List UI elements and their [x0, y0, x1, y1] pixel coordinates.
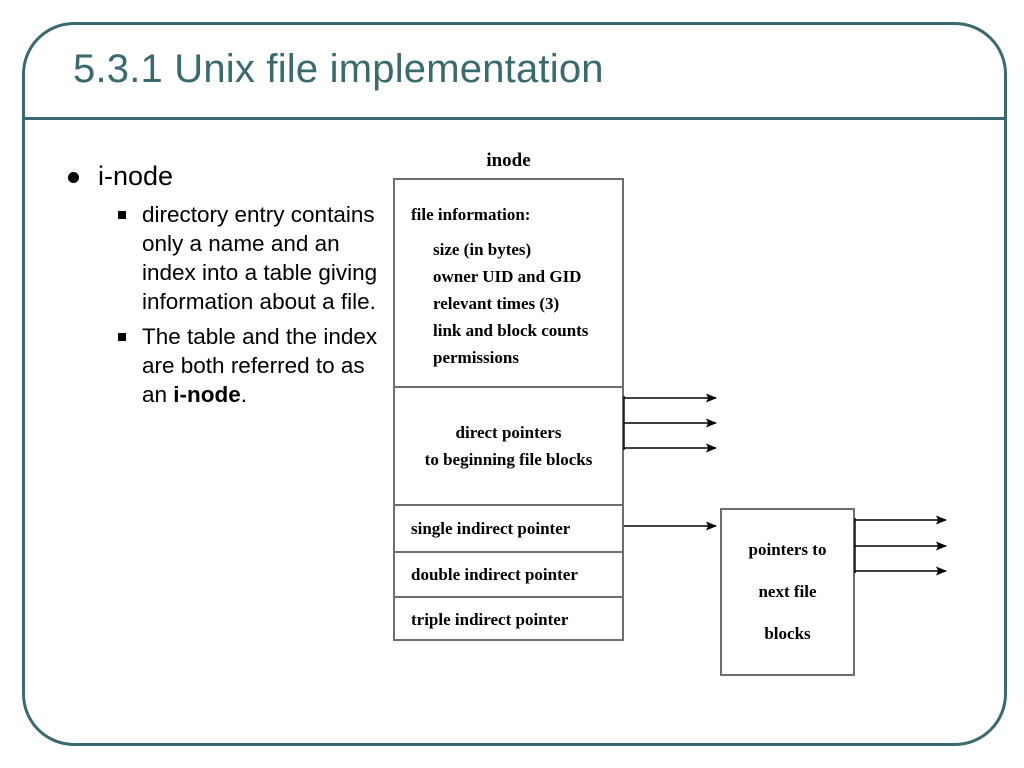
title-divider [22, 117, 1007, 120]
bullet-item-table-and-index: The table and the index are both referre… [60, 322, 380, 409]
page-title: 5.3.1 Unix file implementation [73, 47, 604, 91]
blocks-line1: pointers to [748, 540, 827, 559]
direct-pointer-arrows [623, 393, 717, 453]
inode-caption: inode [486, 150, 531, 171]
double-indirect-label: double indirect pointer [411, 564, 578, 584]
inode-section-triple-indirect: triple indirect pointer [395, 596, 622, 641]
file-info-item-times: relevant times (3) [433, 294, 560, 313]
inode-section-file-information: file information: size (in bytes) owner … [395, 180, 622, 386]
direct-pointers-line1: direct pointers [455, 423, 562, 442]
file-info-item-owner: owner UID and GID [433, 267, 582, 286]
triple-indirect-label: triple indirect pointer [411, 609, 569, 629]
inode-section-single-indirect: single indirect pointer [395, 504, 622, 551]
blocks-line3: blocks [764, 624, 811, 643]
file-info-item-size: size (in bytes) [433, 240, 532, 259]
bullet-level2-label: directory entry contains only a name and… [142, 202, 378, 314]
direct-pointers-line2: to beginning file blocks [424, 450, 593, 469]
direct-pointers-text: direct pointers to beginning file blocks [395, 419, 622, 473]
next-file-blocks-box: pointers to next file blocks [720, 508, 855, 676]
single-indirect-label: single indirect pointer [411, 518, 571, 538]
inode-section-direct-pointers: direct pointers to beginning file blocks [395, 386, 622, 504]
bullet-list: i-node directory entry contains only a n… [60, 158, 380, 409]
bullet-level2-suffix: . [240, 382, 248, 407]
bullet-item-directory-entry: directory entry contains only a name and… [60, 200, 380, 316]
file-information-list: size (in bytes) owner UID and GID releva… [433, 236, 588, 371]
file-info-item-permissions: permissions [433, 348, 519, 367]
inode-box: file information: size (in bytes) owner … [393, 178, 624, 641]
next-file-blocks-text: pointers to next file blocks [722, 529, 853, 655]
bullet-item-inode: i-node [60, 158, 380, 194]
round-bullet-icon [68, 172, 79, 183]
square-bullet-icon [118, 211, 126, 219]
next-file-blocks-arrows [854, 515, 947, 576]
bullet-level1-label: i-node [98, 161, 174, 191]
blocks-line2: next file [758, 582, 817, 601]
inode-section-double-indirect: double indirect pointer [395, 551, 622, 596]
bullet-level2-emphasis: i-node [173, 382, 241, 407]
square-bullet-icon [118, 333, 126, 341]
file-information-heading: file information: [411, 205, 531, 224]
file-info-item-counts: link and block counts [433, 321, 589, 340]
bullet-level2-prefix: The table and the index are both referre… [142, 324, 378, 407]
